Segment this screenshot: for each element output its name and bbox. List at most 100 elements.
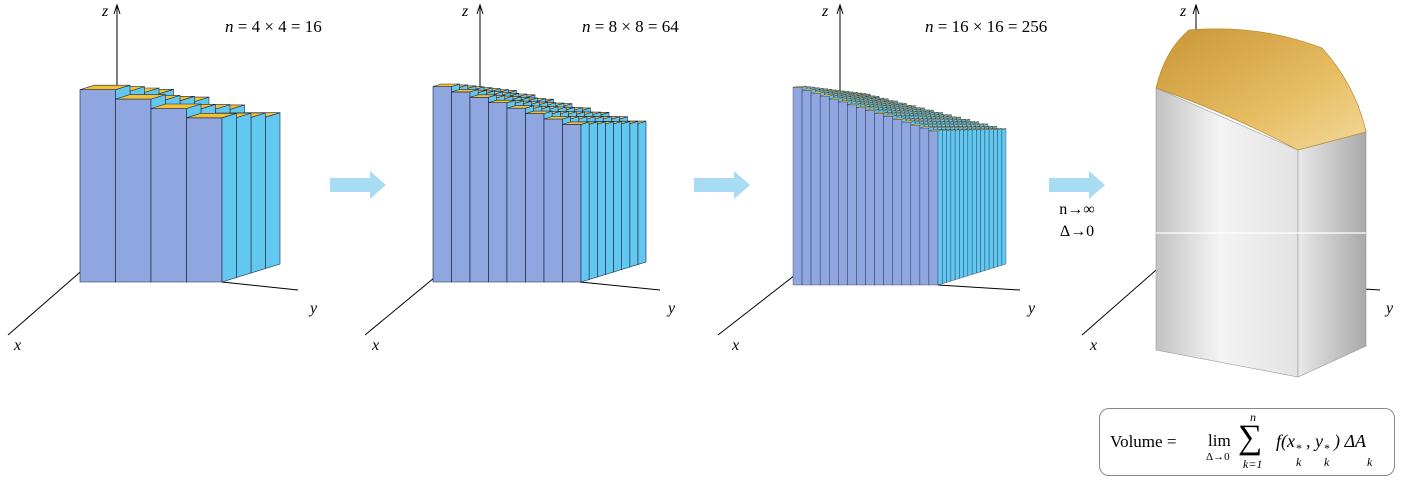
bar-side-face <box>588 121 598 280</box>
bar-side-face <box>950 129 956 282</box>
bar-side-face <box>1001 128 1007 266</box>
bar-front-face <box>186 117 223 283</box>
bar-side-face <box>959 128 964 279</box>
panel-8x8: xyz n = 8 × 8 = 64 <box>364 3 679 354</box>
bar-front-face <box>506 107 526 283</box>
z-axis-arrowhead <box>113 3 121 15</box>
formula-sigma-icon: ∑ <box>1238 419 1263 456</box>
bar-top-face <box>506 105 534 109</box>
bar-front-face <box>865 110 875 286</box>
z-axis-arrowhead <box>1192 3 1200 15</box>
bar-top-face <box>543 116 571 120</box>
bar-top-face <box>901 120 916 123</box>
bars-16x16 <box>792 85 1007 286</box>
caption-16x16: n = 16 × 16 = 256 <box>925 17 1047 36</box>
bar-top-face <box>525 110 553 114</box>
bar-side-face <box>971 128 977 275</box>
bar-top-face <box>115 94 166 100</box>
bar-top-face <box>820 94 834 97</box>
bar-front-face <box>901 122 911 286</box>
bar-side-face <box>629 120 639 268</box>
bar-top-face <box>451 89 479 93</box>
y-axis-label: y <box>1026 300 1036 317</box>
bar-front-face <box>838 101 848 286</box>
bar-side-face <box>596 121 606 278</box>
bar-front-face <box>928 130 939 286</box>
caption-4x4: n = 4 × 4 = 16 <box>225 17 322 36</box>
limit-label-n: n→∞ <box>1059 201 1094 218</box>
z-axis-label: z <box>821 3 829 20</box>
y-axis <box>221 281 299 291</box>
x-axis-label: x <box>731 337 739 354</box>
bar-side-face <box>580 121 590 283</box>
bar-top-face <box>847 103 861 105</box>
bar-side-face <box>221 112 237 283</box>
y-axis-label: y <box>1384 300 1394 317</box>
bar-front-face <box>801 90 812 286</box>
bar-top-face <box>488 99 516 103</box>
formula-f: f(x <box>1276 431 1295 451</box>
bar-side-face <box>993 128 998 269</box>
bar-side-face <box>946 129 951 283</box>
caption-value: = 4 × 4 = 16 <box>234 17 322 36</box>
bar-top-face <box>919 126 934 129</box>
bar-top-face <box>811 91 825 94</box>
bar-side-face <box>988 128 994 270</box>
formula-sum-top: n <box>1250 410 1256 424</box>
transition-arrow-3 <box>1049 171 1105 199</box>
bar-front-face <box>820 95 830 286</box>
x-axis-label: x <box>13 337 21 354</box>
formula-y-sup: * <box>1323 441 1330 455</box>
bar-top-face <box>874 112 888 114</box>
bar-front-face <box>79 89 116 283</box>
bar-side-face <box>250 112 266 274</box>
panel-limit-solid: xyz <box>1081 3 1394 378</box>
z-axis-label: z <box>101 3 109 20</box>
bar-side-face <box>637 120 647 265</box>
bar-top-face <box>562 121 590 125</box>
z-axis-arrowhead <box>476 3 484 15</box>
bar-top-face <box>910 123 925 126</box>
formula-volume-word: Volume = <box>1110 432 1177 451</box>
bar-side-face <box>937 129 943 286</box>
bar-front-face <box>856 107 866 286</box>
bar-side-face <box>605 121 614 275</box>
bar-side-face <box>236 112 252 278</box>
panel-4x4: xyz n = 4 × 4 = 16 <box>7 3 322 354</box>
bar-front-face <box>874 113 884 286</box>
bar-side-face <box>963 128 968 278</box>
bar-top-face <box>892 117 907 120</box>
bar-side-face <box>984 128 990 271</box>
bar-front-face <box>562 124 582 283</box>
solid-top-surface <box>1155 28 1367 151</box>
formula-sum-bottom: k=1 <box>1243 457 1263 471</box>
bar-side-face <box>997 128 1002 267</box>
z-axis-arrowhead <box>836 3 844 15</box>
bar-top-face <box>150 103 202 109</box>
x-axis-label: x <box>371 337 379 354</box>
transition-arrow-1 <box>330 171 386 199</box>
bar-front-face <box>883 116 893 286</box>
bar-top-face <box>186 113 237 119</box>
formula-x-sub: k <box>1295 455 1302 469</box>
panel-16x16: x y z n = 16 × 16 = 256 <box>717 3 1047 354</box>
bar-front-face <box>847 104 857 286</box>
caption-8x8: n = 8 × 8 = 64 <box>582 17 679 36</box>
caption-n: n <box>582 17 591 36</box>
bar-front-face <box>829 98 839 286</box>
bar-front-face <box>910 124 921 286</box>
bars-8x8 <box>432 83 647 283</box>
bar-side-face <box>976 128 981 274</box>
bar-top-face <box>883 114 897 117</box>
solid-side-face <box>1297 131 1367 378</box>
bar-front-face <box>543 118 563 283</box>
formula-x-sup: * <box>1295 441 1302 455</box>
bar-top-face <box>469 94 497 98</box>
bar-side-face <box>942 129 947 284</box>
bar-top-face <box>802 88 816 91</box>
y-axis-label: y <box>666 300 676 317</box>
bar-side-face <box>265 112 281 269</box>
